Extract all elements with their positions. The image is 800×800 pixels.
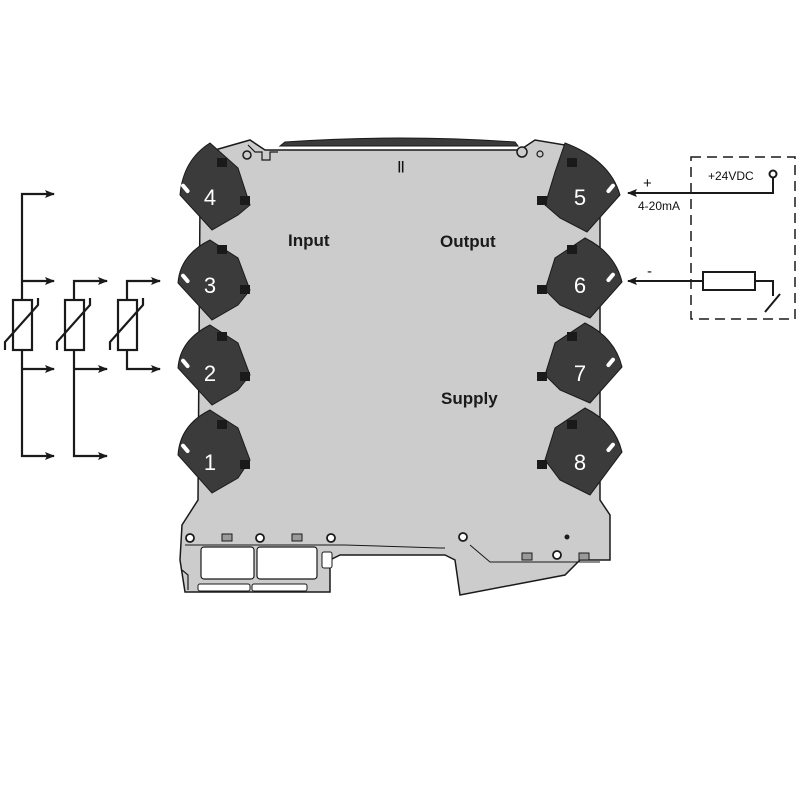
module-housing: || <box>179 137 611 596</box>
terminal-number: 1 <box>204 450 216 475</box>
screw-icon <box>567 245 577 254</box>
screw-icon <box>240 460 250 469</box>
top-marker: || <box>398 159 405 173</box>
section-label-input: Input <box>288 231 330 250</box>
screw-icon <box>537 285 547 294</box>
terminal-5[interactable]: 5 <box>537 142 621 233</box>
output-wiring: + 4-20mA +24VDC - <box>627 156 796 320</box>
screw-icon <box>217 158 227 167</box>
sensor-4-wire <box>3 190 55 460</box>
sensor-2-wire <box>108 277 161 373</box>
screw-icon <box>240 372 250 381</box>
screw-icon <box>217 420 227 429</box>
screw-icon <box>537 460 547 469</box>
current-output-wire <box>627 177 774 197</box>
terminal-8[interactable]: 8 <box>537 407 623 496</box>
screw-icon <box>217 245 227 254</box>
mounting-holes <box>185 532 562 560</box>
sensor-3-wire <box>55 277 108 460</box>
section-label-output: Output <box>440 232 496 251</box>
section-label-supply: Supply <box>441 389 498 408</box>
terminal-3[interactable]: 3 <box>177 239 251 321</box>
screw-icon <box>537 196 547 205</box>
terminal-block-right: 5 6 7 8 <box>537 142 623 496</box>
screw-icon <box>567 332 577 341</box>
terminal-2[interactable]: 2 <box>177 324 251 406</box>
terminal-number: 5 <box>574 185 586 210</box>
terminal-6[interactable]: 6 <box>537 237 623 319</box>
screw-icon <box>567 158 577 167</box>
current-label: 4-20mA <box>638 199 680 213</box>
terminal-number: 2 <box>204 361 216 386</box>
input-sensor-wiring <box>3 190 161 460</box>
external-device-box <box>690 156 796 320</box>
screw-icon <box>217 332 227 341</box>
terminal-number: 8 <box>574 450 586 475</box>
screw-icon <box>240 196 250 205</box>
terminal-number: 7 <box>574 361 586 386</box>
plus-sign: + <box>643 175 652 192</box>
terminal-number: 6 <box>574 273 586 298</box>
ground-icon <box>764 293 781 313</box>
din-rail-foot <box>181 544 600 592</box>
terminal-7[interactable]: 7 <box>537 322 623 404</box>
thermistor-icon <box>116 298 139 352</box>
resistor-icon <box>702 271 756 291</box>
thermistor-icon <box>11 298 34 352</box>
supply-voltage-label: +24VDC <box>708 169 754 183</box>
screw-icon <box>567 420 577 429</box>
terminal-number: 4 <box>204 185 216 210</box>
top-rail <box>278 137 519 147</box>
thermistor-icon <box>63 298 86 352</box>
terminal-block-left: 4 3 2 1 <box>177 142 251 494</box>
screw-icon <box>537 372 547 381</box>
terminal-1[interactable]: 1 <box>177 409 251 494</box>
terminal-4[interactable]: 4 <box>179 142 251 231</box>
supply-terminal-icon <box>768 169 778 179</box>
terminal-number: 3 <box>204 273 216 298</box>
screw-icon <box>240 285 250 294</box>
minus-sign: - <box>647 263 652 280</box>
